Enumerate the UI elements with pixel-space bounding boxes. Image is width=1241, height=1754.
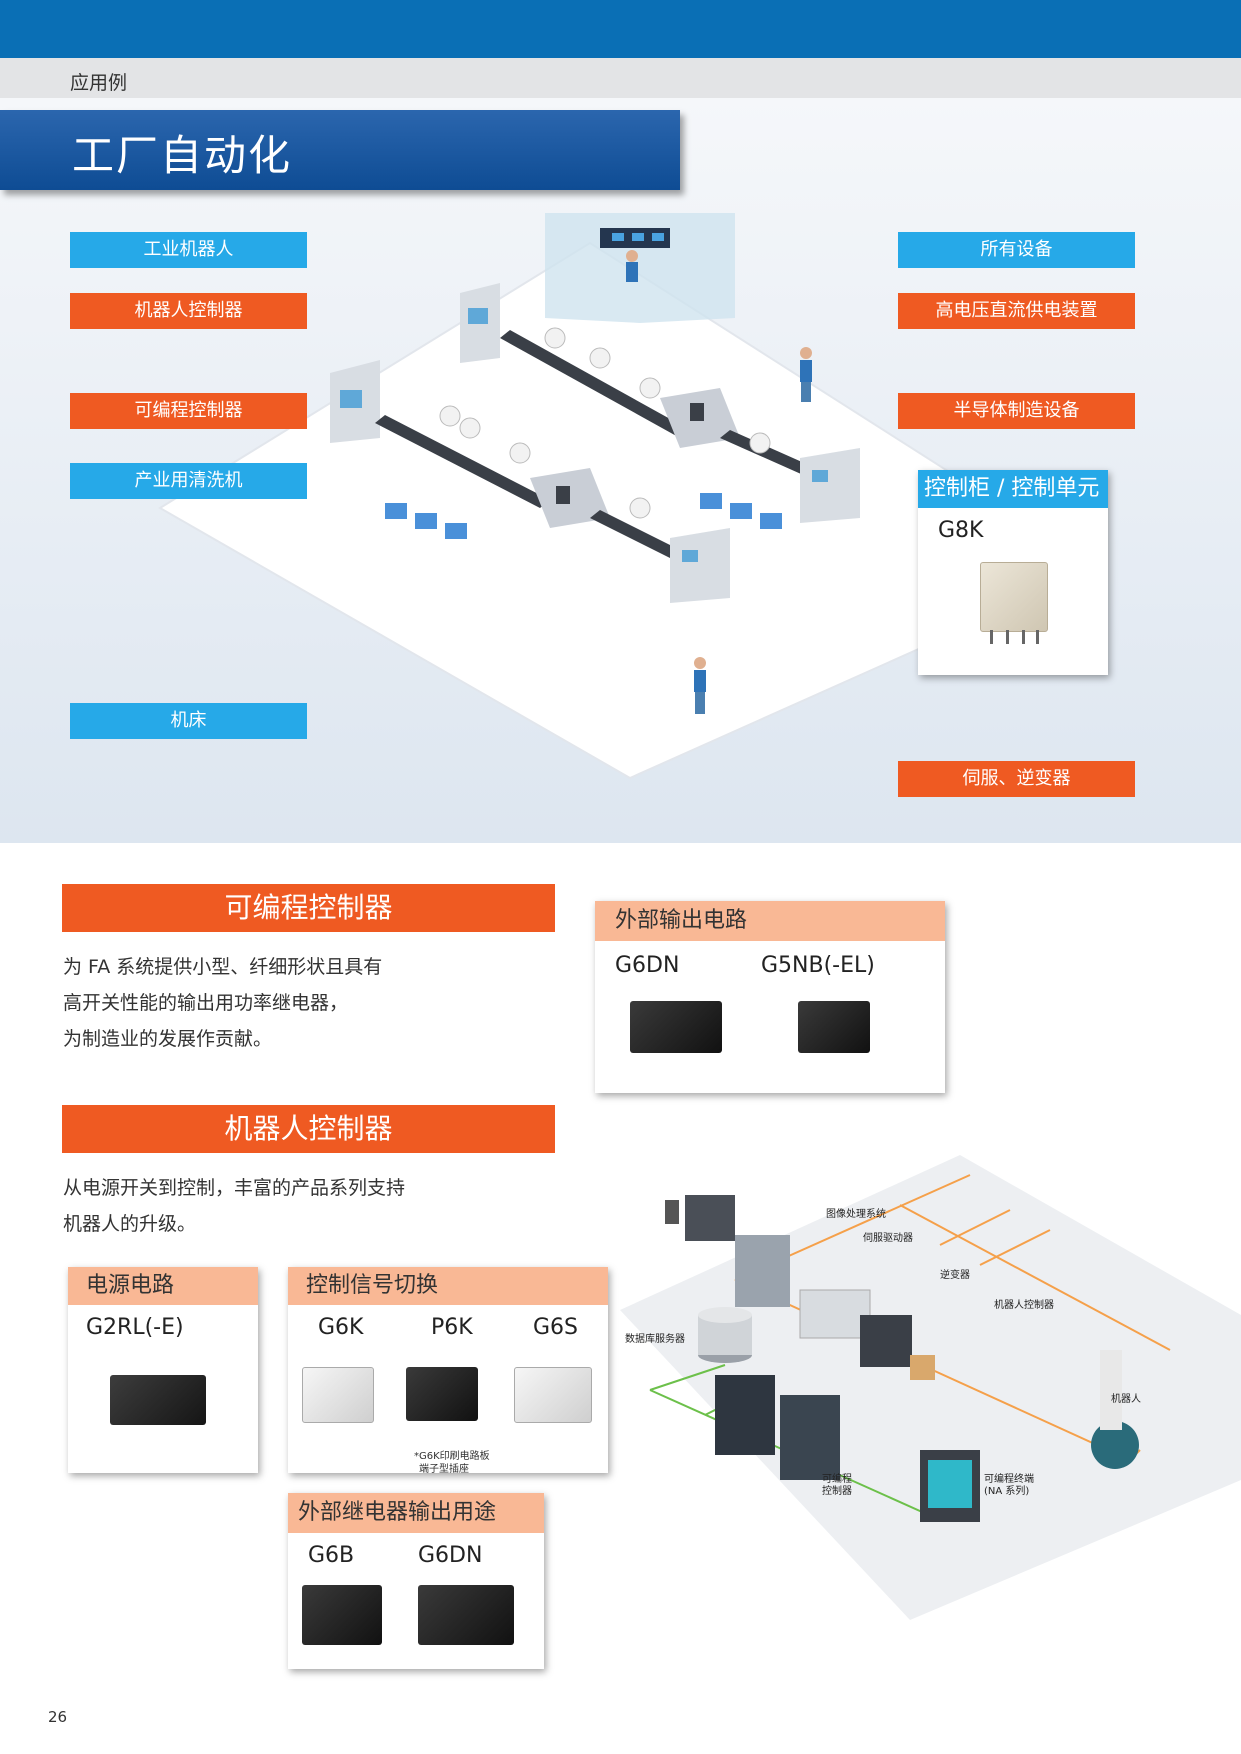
label-inverter: 逆变器	[940, 1270, 970, 1281]
label-robot: 机器人	[1111, 1394, 1141, 1405]
external-output-card: 外部输出电路 G6DN G5NB(-EL)	[595, 901, 945, 1093]
external-output-head: 外部输出电路	[595, 901, 945, 941]
sub-header-bar	[0, 58, 1241, 98]
tag-semiconductor: 半导体制造设备	[898, 393, 1135, 429]
external-relay-output-head: 外部继电器输出用途	[288, 1493, 544, 1533]
power-circuit-card: 电源电路 G2RL(-E)	[68, 1267, 258, 1473]
top-brand-bar	[0, 0, 1241, 58]
tag-washer: 产业用清洗机	[70, 463, 307, 499]
model-g5nb: G5NB(-EL)	[761, 953, 875, 978]
g6b-relay-image	[302, 1585, 382, 1645]
robot-network-diagram	[620, 1155, 1241, 1620]
label-terminal: (NA 系列)	[984, 1486, 1030, 1497]
label-servo-driver: 伺服驱动器	[863, 1233, 913, 1244]
robot-text-line: 机器人的升级。	[63, 1213, 197, 1235]
g6k-socket-note: *G6K印刷电路板	[414, 1451, 490, 1462]
label-robot-controller: 机器人控制器	[994, 1300, 1054, 1311]
model-g2rl: G2RL(-E)	[86, 1315, 184, 1340]
control-cabinet-head: 控制柜 / 控制单元	[918, 470, 1108, 508]
g8k-relay-image	[980, 562, 1048, 632]
control-cabinet-card: 控制柜 / 控制单元 G8K	[918, 470, 1108, 675]
model-g6k: G6K	[318, 1315, 364, 1340]
title-band	[0, 110, 680, 190]
external-relay-output-card: 外部继电器输出用途 G6B G6DN	[288, 1493, 544, 1669]
tag-robot-controller: 机器人控制器	[70, 293, 307, 329]
tag-all-equipment: 所有设备	[898, 232, 1135, 268]
g6s-relay-image	[514, 1367, 592, 1423]
power-circuit-head: 电源电路	[68, 1267, 258, 1305]
tag-servo-inverter: 伺服、逆变器	[898, 761, 1135, 797]
robot-controller-heading: 机器人控制器	[62, 1105, 555, 1153]
section-label: 应用例	[70, 72, 128, 94]
tag-hv-dc-power: 高电压直流供电装置	[898, 293, 1135, 329]
tag-plc: 可编程控制器	[70, 393, 307, 429]
plc-text-line: 为制造业的发展作贡献。	[63, 1028, 273, 1050]
tag-machine-tool: 机床	[70, 703, 307, 739]
plc-text-line: 为 FA 系统提供小型、纤细形状且具有	[63, 956, 383, 978]
g6dn-relay-image	[418, 1585, 514, 1645]
model-p6k: P6K	[431, 1315, 473, 1340]
model-g6b: G6B	[308, 1543, 355, 1568]
model-g6s: G6S	[533, 1315, 579, 1340]
model-g8k: G8K	[938, 518, 984, 543]
plc-heading: 可编程控制器	[62, 884, 555, 932]
g2rl-relay-image	[110, 1375, 206, 1425]
robot-text-line: 从电源开关到控制，丰富的产品系列支持	[63, 1177, 406, 1199]
factory-illustration	[158, 213, 1103, 780]
control-signal-card: 控制信号切换 G6K P6K G6S *G6K印刷电路板 端子型插座	[288, 1267, 608, 1475]
model-g6dn: G6DN	[615, 953, 680, 978]
page-number: 26	[48, 1708, 68, 1726]
label-plc: 可编程	[822, 1474, 852, 1485]
g6dn-relay-image	[630, 1001, 722, 1053]
label-database-server: 数据库服务器	[625, 1334, 685, 1345]
model-g6dn: G6DN	[418, 1543, 483, 1568]
g6k-socket-note: 端子型插座	[419, 1464, 469, 1475]
g6k-relay-image	[302, 1367, 374, 1423]
label-plc: 控制器	[822, 1486, 852, 1497]
plc-text-line: 高开关性能的输出用功率继电器，	[63, 992, 349, 1014]
label-terminal: 可编程终端	[984, 1474, 1034, 1485]
tag-industrial-robot: 工业机器人	[70, 232, 307, 268]
p6k-socket-image	[406, 1367, 478, 1421]
page-title: 工厂自动化	[72, 131, 293, 180]
g5nb-relay-image	[798, 1001, 870, 1053]
control-signal-head: 控制信号切换	[288, 1267, 608, 1305]
label-image-processing: 图像处理系统	[826, 1209, 886, 1220]
